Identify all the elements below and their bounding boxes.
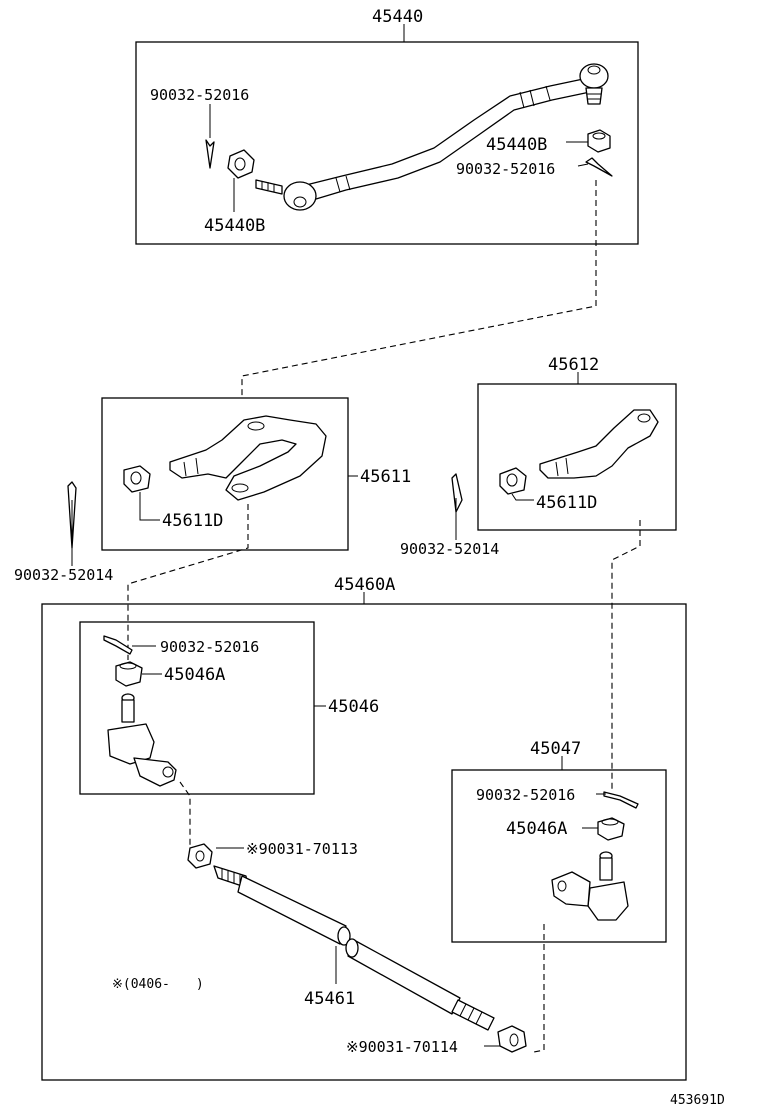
label-45440: 45440 [372,7,423,27]
drag-link-assembly: 45440 90032-52016 45440B 90032-52016 454… [135,7,639,245]
castle-nut-icon [499,467,527,495]
label-pin-52016-top-left: 90032-52016 [150,86,249,104]
label-pin-52016-top-right: 90032-52016 [456,160,555,178]
cotter-pin-icon [103,635,133,655]
castle-nut-icon [123,465,151,493]
castle-nut-icon [597,817,625,841]
label-45046A-left: 45046A [164,665,225,685]
tie-rod-end-part [551,851,629,921]
label-45440B-right: 45440B [486,135,547,155]
arm-right-part [539,409,659,479]
connector-end-right [533,924,545,1053]
arm-right-frame [477,383,677,531]
connector-arm-right [611,520,641,790]
connector-end-left [179,781,191,846]
label-45612: 45612 [548,355,599,375]
label-45440B-left: 45440B [204,216,265,236]
label-45460A: 45460A [334,575,395,595]
label-45611D-right: 45611D [536,493,597,513]
cotter-pin-icon [603,791,639,809]
label-date-note: ※(0406- ) [112,977,204,992]
label-45611: 45611 [360,467,411,487]
cotter-pin-icon [451,473,463,513]
label-pin-52014-mid: 90032-52014 [400,540,499,558]
label-45461: 45461 [304,989,355,1009]
clamp-nut-right-icon [497,1025,527,1053]
castle-nut-icon [587,129,611,153]
castle-nut-icon [227,149,255,179]
connector-top [241,180,597,398]
label-45611D-left: 45611D [162,511,223,531]
end-left-frame [79,621,315,795]
label-45046A-right: 45046A [506,819,567,839]
clamp-nut-left-icon [187,843,213,869]
castle-nut-icon [115,661,143,687]
label-pin-52016-end-left: 90032-52016 [160,638,259,656]
arm-left-frame [101,397,349,551]
label-45047: 45047 [530,739,581,759]
label-pin-52014-left: 90032-52014 [14,566,113,584]
tie-rod-frame [41,603,687,1081]
label-pin-52016-end-right: 90032-52016 [476,786,575,804]
arm-left-part [169,415,327,501]
cotter-pin-icon [205,139,215,169]
cotter-pin-icon [585,157,613,177]
tie-rod-assembly: 45460A 90032-52016 45046A 45046 [41,575,687,1081]
label-clamp-70113: ※90031-70113 [246,840,358,858]
end-right-frame [451,769,667,943]
connector-arm-left [127,504,249,660]
drag-link-frame [135,41,639,245]
steering-arm-left: 45611 45611D [101,397,411,551]
label-clamp-70114: ※90031-70114 [346,1038,458,1056]
tie-rod-end-right: 45047 90032-52016 45046A [451,739,667,943]
diagram-id: 453691D [670,1093,725,1108]
tie-rod-end-left: 90032-52016 45046A 45046 [79,621,379,795]
steering-arm-right: 45612 45611D [477,355,677,531]
label-45046: 45046 [328,697,379,717]
drag-link-part [255,63,609,211]
tie-rod-end-part [107,693,177,787]
tie-rod-tube [213,865,495,1031]
